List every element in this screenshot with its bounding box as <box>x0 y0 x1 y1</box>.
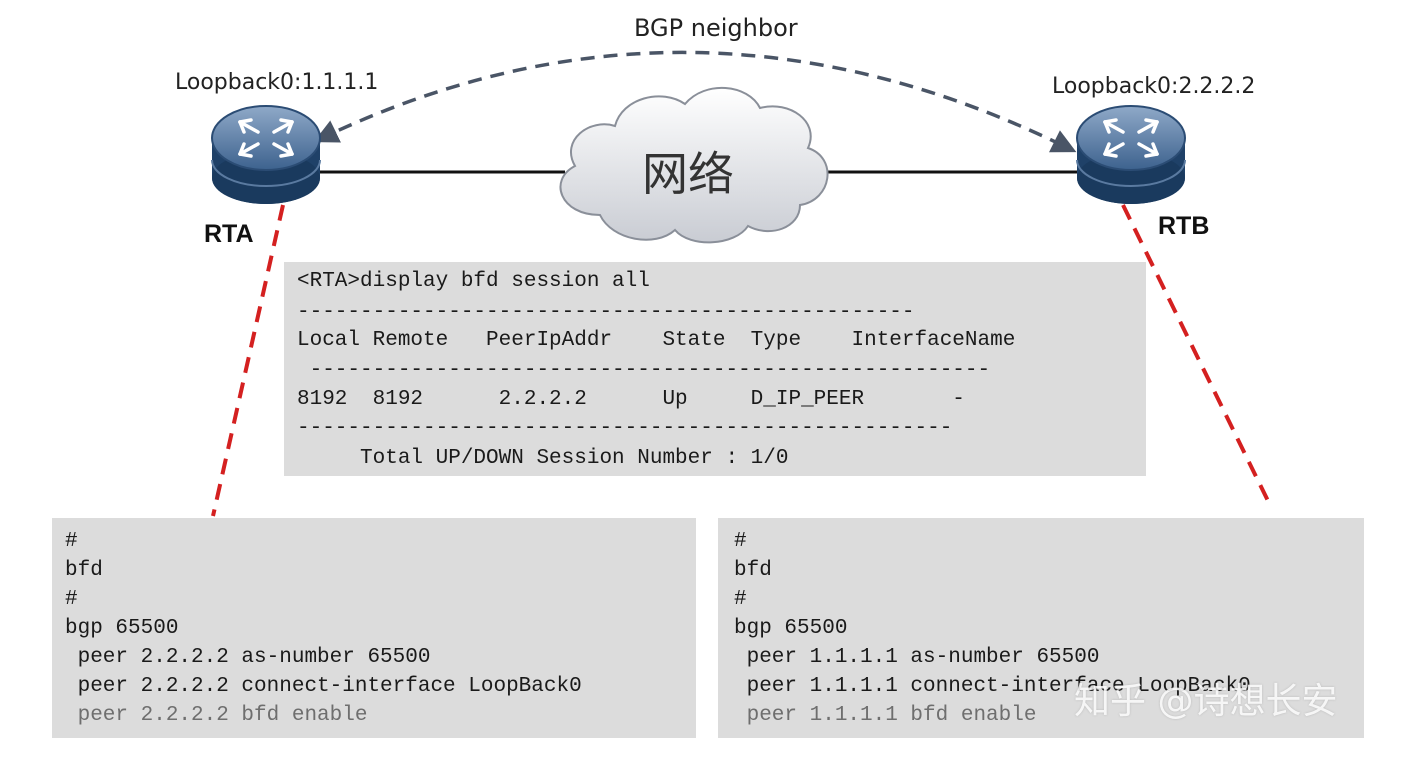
bfd-session-panel: <RTA>display bfd session all -----------… <box>284 262 1146 476</box>
config-line: bgp 65500 <box>65 617 179 640</box>
config-line: peer 2.2.2.2 connect-interface LoopBack0 <box>65 675 582 698</box>
session-line: ----------------------------------------… <box>297 359 991 382</box>
config-line: # <box>65 588 78 611</box>
rtb-loopback-label: Loopback0:2.2.2.2 <box>1052 74 1256 99</box>
rtb-callout-line <box>1121 204 1272 506</box>
watermark: 知乎 @诗想长安 <box>1074 681 1338 722</box>
network-label: 网络 <box>642 147 734 201</box>
config-line: # <box>734 530 747 553</box>
session-line: ----------------------------------------… <box>297 417 953 440</box>
session-line: <RTA>display bfd session all <box>297 270 650 293</box>
rta-callout-line <box>211 204 285 517</box>
bgp-neighbor-label: BGP neighbor <box>634 14 798 42</box>
config-line: peer 1.1.1.1 as-number 65500 <box>734 646 1100 669</box>
cloud-icon <box>559 86 829 244</box>
session-line: Local Remote PeerIpAddr State Type Inter… <box>297 329 1016 352</box>
rta-name: RTA <box>204 220 254 248</box>
config-line: bgp 65500 <box>734 617 848 640</box>
bgp-neighbor-arc <box>313 50 1077 153</box>
config-line: bfd <box>734 559 772 582</box>
session-line: Total UP/DOWN Session Number : 1/0 <box>297 447 789 470</box>
config-line: # <box>734 588 747 611</box>
rtb-name: RTB <box>1158 212 1210 240</box>
rtb-config-panel: # bfd # bgp 65500 peer 1.1.1.1 as-number… <box>718 518 1364 738</box>
config-line: bfd <box>65 559 103 582</box>
config-line: peer 2.2.2.2 bfd enable <box>65 704 368 727</box>
session-line: ----------------------------------------… <box>297 301 915 324</box>
session-line: 8192 8192 2.2.2.2 Up D_IP_PEER - <box>297 388 965 411</box>
config-line: peer 2.2.2.2 as-number 65500 <box>65 646 431 669</box>
rta-config-panel: # bfd # bgp 65500 peer 2.2.2.2 as-number… <box>52 518 696 738</box>
config-line: peer 1.1.1.1 bfd enable <box>734 704 1037 727</box>
config-line: peer 1.1.1.1 connect-interface LoopBack0 <box>734 675 1251 698</box>
router-icon <box>211 105 321 204</box>
config-line: # <box>65 530 78 553</box>
rta-loopback-label: Loopback0:1.1.1.1 <box>175 70 379 95</box>
router-icon <box>1076 105 1186 204</box>
